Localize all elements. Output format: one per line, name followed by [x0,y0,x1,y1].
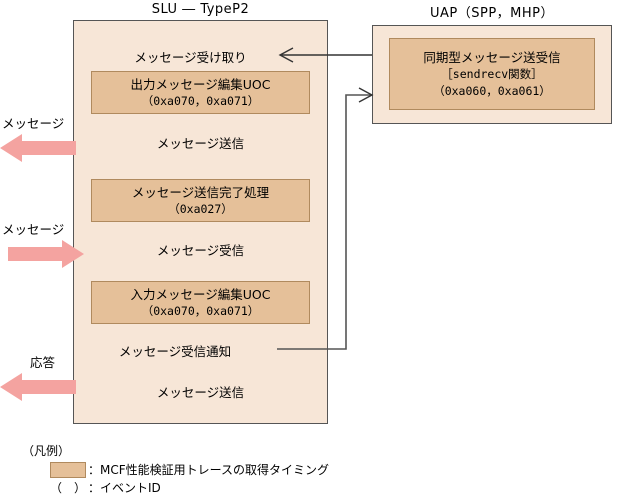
legend-event-id-text: ：イベントID [88,481,161,495]
trace-input-uoc-line1: 入力メッセージ編集UOC [130,286,271,302]
side-label-message-out: メッセージ [2,116,65,131]
arrow-response-out [0,371,76,403]
legend-paren-symbol: （ ） [50,481,87,495]
arrow-message-in [8,238,84,270]
slu-step-receive: メッセージ受け取り [134,50,247,65]
side-label-response-out: 応答 [30,355,56,370]
column-title-slu: SLU ― TypeP2 [151,2,250,17]
arrow-message-out-shape [0,134,76,162]
trace-input-uoc-line2: （0xa070，0xa071） [141,303,260,318]
legend-trace-text: ：MCF性能検証用トレースの取得タイミング [88,463,330,477]
slu-step-recv-notify: メッセージ受信通知 [118,344,232,359]
arrow-message-out [0,132,76,164]
slu-step-send-2: メッセージ送信 [156,385,245,400]
trace-box-sendrecv: 同期型メッセージ送受信 ［sendrecv関数］ （0xa060，0xa061） [389,38,595,110]
side-label-message-in: メッセージ [2,222,65,237]
trace-box-send-complete: メッセージ送信完了処理 （0xa027） [91,179,310,222]
legend-row-trace: ：MCF性能検証用トレースの取得タイミング [50,461,329,478]
legend-title: （凡例） [22,444,71,458]
trace-sendrecv-line1: 同期型メッセージ送受信 [423,49,561,65]
trace-output-uoc-line2: （0xa070，0xa071） [141,93,260,108]
trace-box-output-uoc: 出力メッセージ編集UOC （0xa070，0xa071） [91,71,310,114]
arrow-response-out-shape [0,373,76,401]
slu-step-recv-1: メッセージ受信 [156,243,245,258]
trace-output-uoc-line1: 出力メッセージ編集UOC [130,76,271,92]
column-title-uap: UAP（SPP，MHP） [429,6,554,21]
trace-sendrecv-line2: ［sendrecv関数］ [441,66,543,81]
slu-step-send-1: メッセージ送信 [156,136,245,151]
trace-send-complete-line2: （0xa027） [168,201,233,216]
trace-sendrecv-line3: （0xa060，0xa061） [433,83,551,98]
trace-send-complete-line1: メッセージ送信完了処理 [131,184,270,200]
legend-swatch-trace [50,461,86,478]
arrow-message-in-shape [8,240,84,268]
trace-box-input-uoc: 入力メッセージ編集UOC （0xa070，0xa071） [91,281,310,324]
legend-row-event-id: （ ） ：イベントID [50,479,161,496]
arrowhead-right-uap [358,87,374,103]
